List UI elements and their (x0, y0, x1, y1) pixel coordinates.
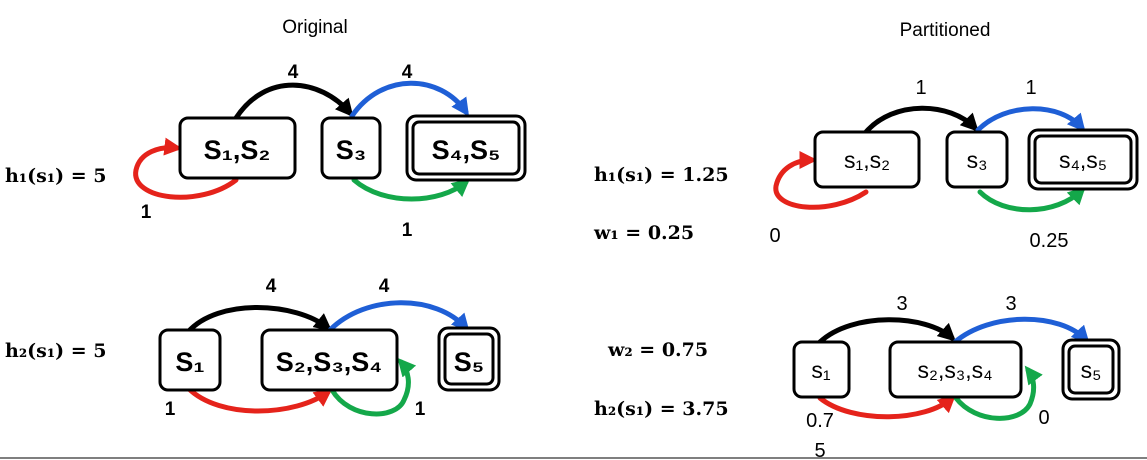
original-g2-node-s2s3s4 (260, 328, 399, 392)
original-graph-1: h₁(s₁) = 5 S₁,S₂ S₃ S₄,S₅ 4 4 1 1 (5, 62, 527, 241)
partitioned-g2-red-weight-line1: 0.7 (806, 410, 834, 432)
original-g2-red-edge (185, 385, 333, 414)
partitioned-g1-green-weight: 0.25 (1030, 230, 1069, 252)
original-g1-node-s3-label: S₃ (336, 135, 367, 165)
original-g2-black-edge (185, 305, 333, 335)
original-g1-node-s4s5 (411, 120, 521, 176)
partitioned-g1-black-edge (863, 105, 979, 135)
original-g2-node-s5 (443, 332, 495, 386)
partitioned-g1-blue-edge (975, 106, 1086, 133)
original-g1-red-weight: 1 (141, 202, 152, 223)
partitioned-g2-node-s5-label: s₅ (1081, 357, 1102, 383)
partitioned-g2-black-weight: 3 (896, 293, 907, 315)
partitioned-w1-label: w₁ = 0.25 (593, 222, 694, 244)
original-g2-green-weight: 1 (415, 399, 426, 420)
original-g1-node-s4s5-label: S₄,S₅ (432, 135, 501, 165)
original-g1-blue-edge (349, 80, 470, 119)
original-g1-green-weight: 1 (402, 220, 413, 241)
partitioned-g2-node-s1-label: s₁ (811, 357, 831, 383)
original-g1-green-edge (351, 177, 471, 202)
original-h2-label: h₂(s₁) = 5 (5, 340, 107, 362)
partitioned-w2-label: w₂ = 0.75 (607, 339, 708, 361)
original-g2-node-s2s3s4-label: S₂,S₃,S₄ (276, 347, 382, 377)
original-g1-red-edge (133, 137, 239, 200)
partitioned-g1-node-s3 (945, 130, 1009, 189)
partitioned-g1-red-edge (773, 151, 869, 210)
partitioned-graph-1: h₁(s₁) = 1.25 w₁ = 0.25 s₁,s₂ s₃ s₄,s₅ 1… (593, 77, 1139, 252)
partitioned-g1-node-s1s2 (813, 130, 921, 189)
partitioned-g1-blue-weight: 1 (1025, 77, 1036, 99)
original-g2-black-weight: 4 (266, 276, 277, 297)
original-g1-blue-weight: 4 (402, 62, 413, 83)
partitioned-g1-node-s1s2-label: s₁,s₂ (844, 147, 890, 173)
original-g2-green-edge (329, 357, 417, 417)
original-h1-label: h₁(s₁) = 5 (5, 165, 107, 187)
original-g2-node-s5-label: S₅ (454, 347, 484, 377)
partitioned-g2-node-s2s3s4 (888, 340, 1023, 399)
original-g2-blue-weight: 4 (379, 276, 390, 297)
partitioned-g1-green-edge (977, 186, 1086, 213)
partitioned-g2-red-weight-line2: 5 (814, 440, 825, 460)
original-g1-node-s1s2-label: S₁,S₂ (204, 135, 271, 165)
original-g1-node-s3 (320, 116, 382, 180)
partitioned-g2-blue-weight: 3 (1005, 293, 1016, 315)
partitioned-g2-node-s5 (1067, 344, 1115, 395)
partitioned-g2-node-s1 (792, 340, 851, 399)
partitioned-g1-black-weight: 1 (915, 77, 926, 99)
original-g1-black-edge (233, 82, 354, 121)
original-g1-node-s1s2 (178, 116, 297, 180)
partitioned-g1-node-s3-label: s₃ (967, 147, 988, 173)
partitioned-g2-node-s2s3s4-label: s₂,s₃,s₄ (918, 357, 993, 383)
partitioned-g1-node-s4s5 (1033, 134, 1133, 185)
partitioned-h2-label: h₂(s₁) = 3.75 (594, 398, 729, 420)
partitioned-g2-black-edge (817, 317, 956, 345)
original-g1-black-weight: 4 (288, 62, 299, 83)
original-g2-node-s1 (158, 328, 222, 392)
partitioned-g1-node-s4s5-label: s₄,s₅ (1059, 147, 1107, 173)
partitioned-g2-red-edge (817, 394, 956, 420)
header-partitioned: Partitioned (900, 20, 991, 41)
original-graph-2: h₂(s₁) = 5 S₁ S₂,S₃,S₄ S₅ 4 4 1 1 (5, 276, 501, 420)
header-original: Original (282, 17, 347, 38)
original-g2-red-weight: 1 (165, 399, 176, 420)
original-g2-node-s1-label: S₁ (175, 347, 204, 377)
partitioned-h1-label: h₁(s₁) = 1.25 (594, 164, 729, 186)
partitioned-graph-2: w₂ = 0.75 h₂(s₁) = 3.75 s₁ s₂,s₃,s₄ s₅ 3… (594, 293, 1121, 460)
partitioned-g1-red-weight: 0 (769, 225, 780, 247)
original-g2-blue-edge (327, 300, 470, 333)
partitioned-g2-green-edge (953, 365, 1043, 421)
partitioned-g2-green-weight: 0 (1038, 407, 1049, 429)
partitioned-g2-blue-edge (952, 316, 1090, 345)
